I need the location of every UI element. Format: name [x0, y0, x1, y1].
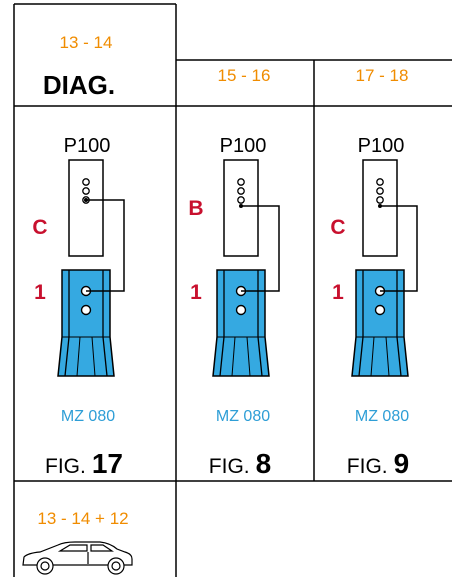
header-col3: 17 - 18: [356, 66, 409, 85]
sensor-label: MZ 080: [61, 408, 115, 425]
connector-p100: [57, 159, 115, 377]
sensor-label: MZ 080: [216, 408, 270, 425]
header-col1-bottom: DIAG.: [43, 70, 115, 100]
panel-1: P100 C 1 MZ 080 FIG.17: [32, 135, 125, 479]
pin-letter-label: C: [330, 216, 345, 239]
figure-label: FIG.17: [45, 448, 123, 479]
wire-junction: [84, 198, 88, 202]
panel-2: P100 B 1 MZ 080 FIG.8: [188, 135, 280, 479]
figure-label: FIG.9: [347, 448, 409, 479]
wire-junction: [239, 204, 243, 208]
sensor-label: MZ 080: [355, 408, 409, 425]
car-icon: [22, 541, 133, 575]
connector-label: P100: [358, 135, 405, 157]
pin-letter-label: B: [188, 197, 203, 220]
grid: [13, 3, 452, 577]
header-col2: 15 - 16: [218, 66, 271, 85]
connector-label: P100: [64, 135, 111, 157]
connector-p100: [351, 159, 409, 377]
wire: [241, 205, 280, 292]
footer-label: 13 - 14 + 12: [37, 509, 128, 528]
connector-label: P100: [220, 135, 267, 157]
pin-number-label: 1: [34, 281, 46, 304]
pin-number-label: 1: [332, 281, 344, 304]
wire: [380, 205, 418, 292]
pin-number-label: 1: [190, 281, 202, 304]
wire-junction: [378, 204, 382, 208]
figure-label: FIG.8: [209, 448, 271, 479]
connector-p100: [212, 159, 270, 377]
panel-3: P100 C 1 MZ 080 FIG.9: [330, 135, 418, 479]
header-col1-top: 13 - 14: [60, 33, 113, 52]
pin-letter-label: C: [32, 216, 47, 239]
wire: [86, 199, 125, 292]
